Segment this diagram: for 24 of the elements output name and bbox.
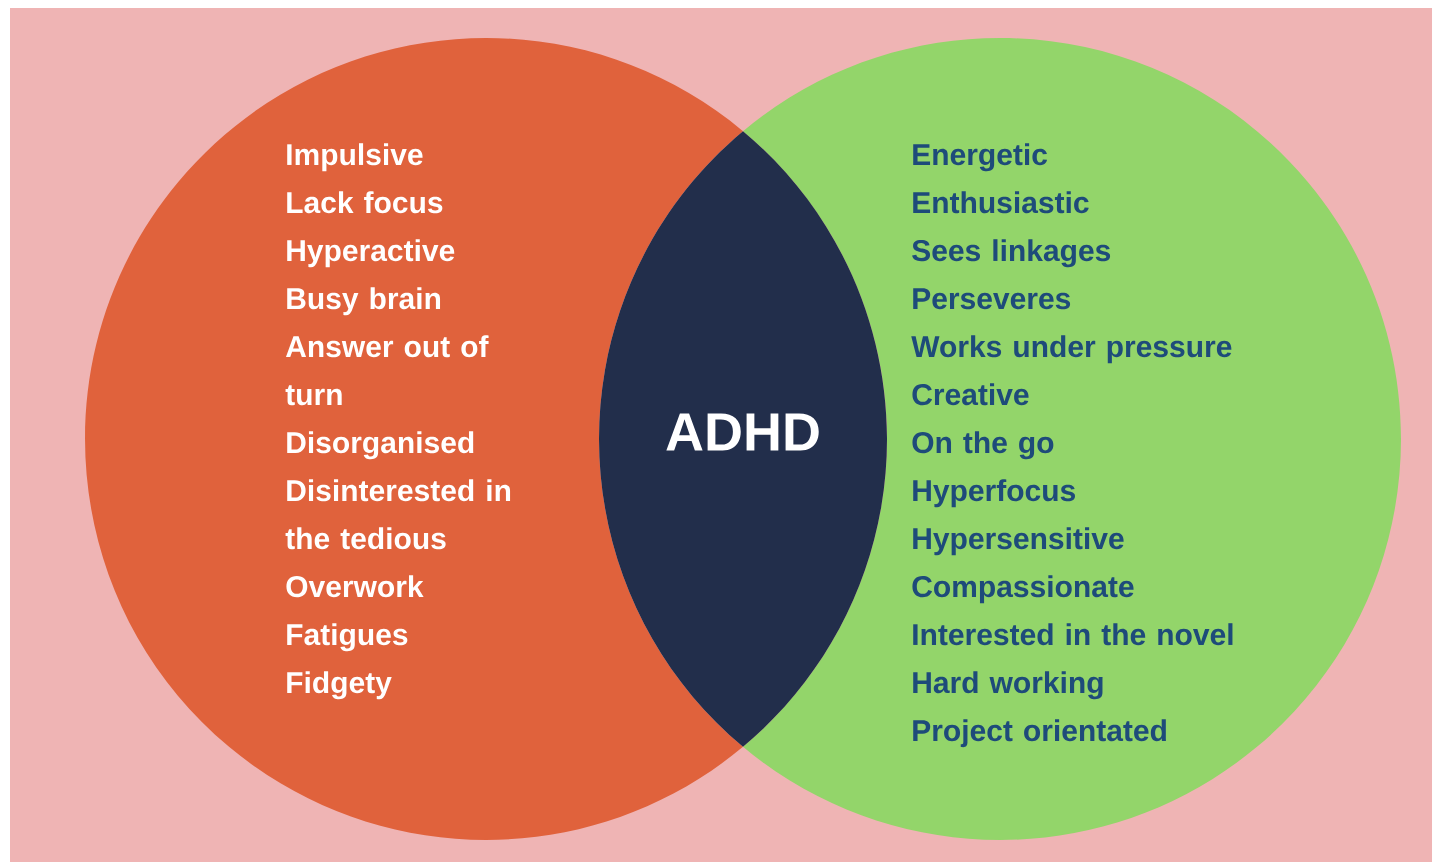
- list-item: Perseveres: [913, 288, 1071, 310]
- list-item: Busy brain: [287, 287, 441, 316]
- list-item: Sees linkages: [912, 239, 1111, 268]
- list-item: On the go: [912, 431, 1054, 460]
- list-item: Energetic: [913, 143, 1048, 172]
- list-item: Disinterested in the tedious: [285, 479, 511, 550]
- list-item: Disorganised: [287, 431, 474, 460]
- list-item: Lack focus: [287, 191, 443, 214]
- list-item: Creative: [912, 383, 1029, 406]
- list-item: Hyperactive: [287, 239, 455, 268]
- list-item: Works under pressure: [911, 335, 1232, 364]
- list-item: Enthusiastic: [913, 191, 1089, 214]
- list-item: Overwork: [286, 575, 424, 598]
- list-item: Hyperfocus: [913, 479, 1075, 508]
- list-item: Hypersensitive: [913, 527, 1124, 556]
- list-item: Compassionate: [912, 575, 1134, 604]
- list-item: Answer out of turn: [285, 335, 489, 406]
- list-item: Impulsive: [287, 143, 423, 172]
- list-item: Project orientated: [913, 719, 1166, 748]
- list-item: Fatigues: [287, 623, 408, 652]
- list-item: Fidgety: [287, 671, 392, 700]
- list-item: Interested in the novel: [913, 623, 1233, 646]
- list-item: Hard working: [913, 671, 1103, 700]
- overlap-region: ADHD: [599, 131, 887, 747]
